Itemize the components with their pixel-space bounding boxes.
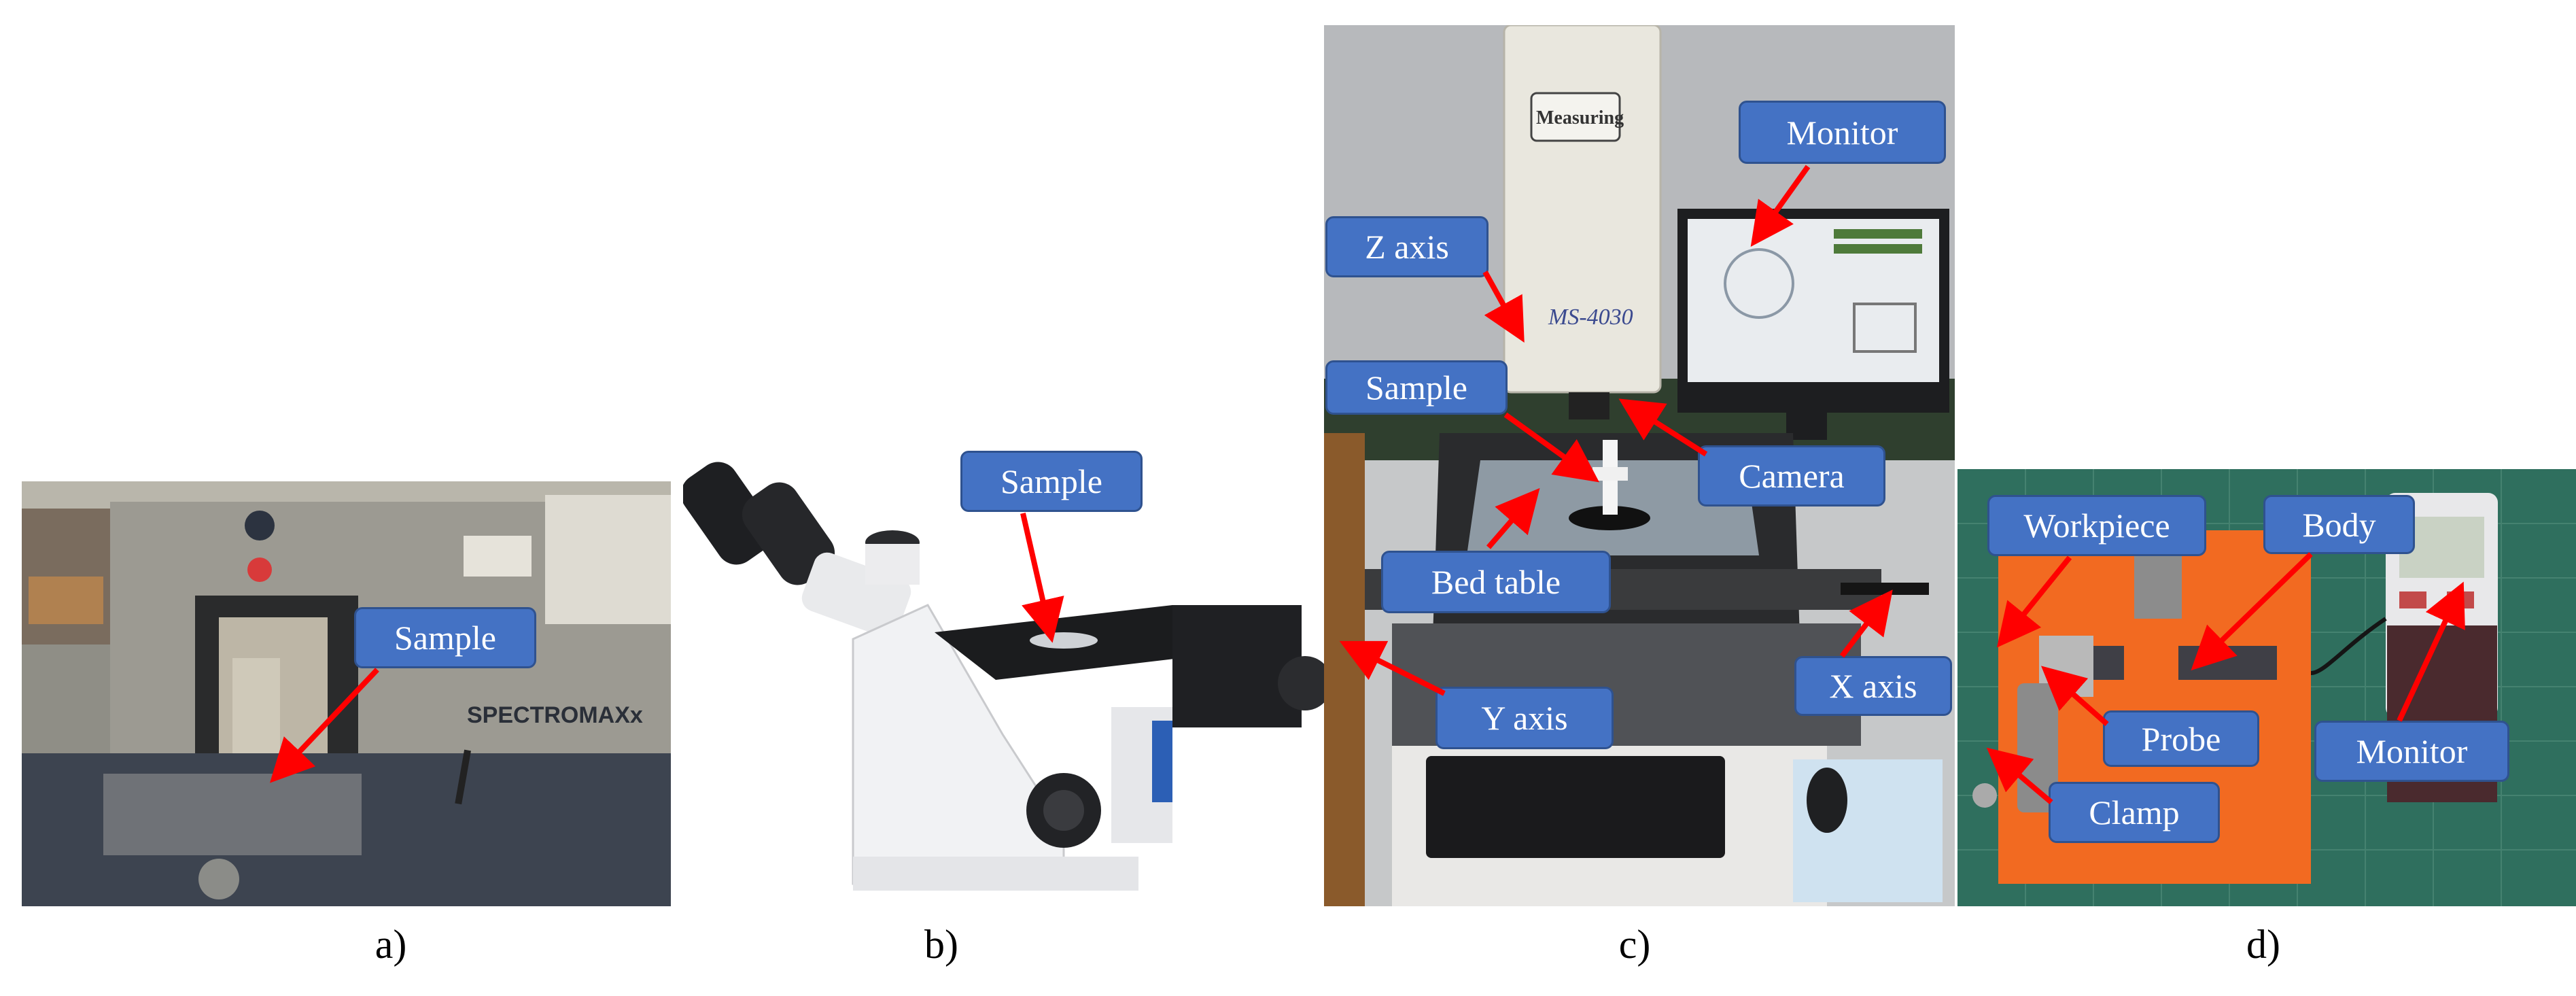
label-sample-c: Sample [1325,360,1508,415]
device-model-text: MS-4030 [1548,305,1633,330]
caption-b: b) [924,922,958,967]
label-monitor-c: Monitor [1739,101,1946,164]
label-sample-a: Sample [354,607,536,668]
label-clamp: Clamp [2049,782,2220,843]
label-workpiece: Workpiece [1987,495,2206,556]
caption-a: a) [375,922,407,967]
panel-b-photo [683,449,1325,901]
label-probe: Probe [2103,710,2259,767]
label-monitor-d: Monitor [2314,721,2509,782]
label-body: Body [2263,495,2415,554]
label-sample-b: Sample [960,451,1143,512]
device-brand-text: SPECTROMAXx [467,702,643,728]
label-y-axis: Y axis [1435,687,1614,749]
label-z-axis: Z axis [1325,216,1489,277]
microscope-photo [683,449,1325,901]
label-camera: Camera [1698,445,1885,506]
spectrometer-photo: SPECTROMAXx [22,481,671,906]
caption-c: c) [1618,922,1651,967]
panel-a-photo: SPECTROMAXx [22,481,671,906]
label-bed-table: Bed table [1381,551,1611,613]
device-brand-label: Measuring [1536,107,1624,128]
caption-d: d) [2246,922,2280,967]
label-x-axis: X axis [1794,656,1952,716]
